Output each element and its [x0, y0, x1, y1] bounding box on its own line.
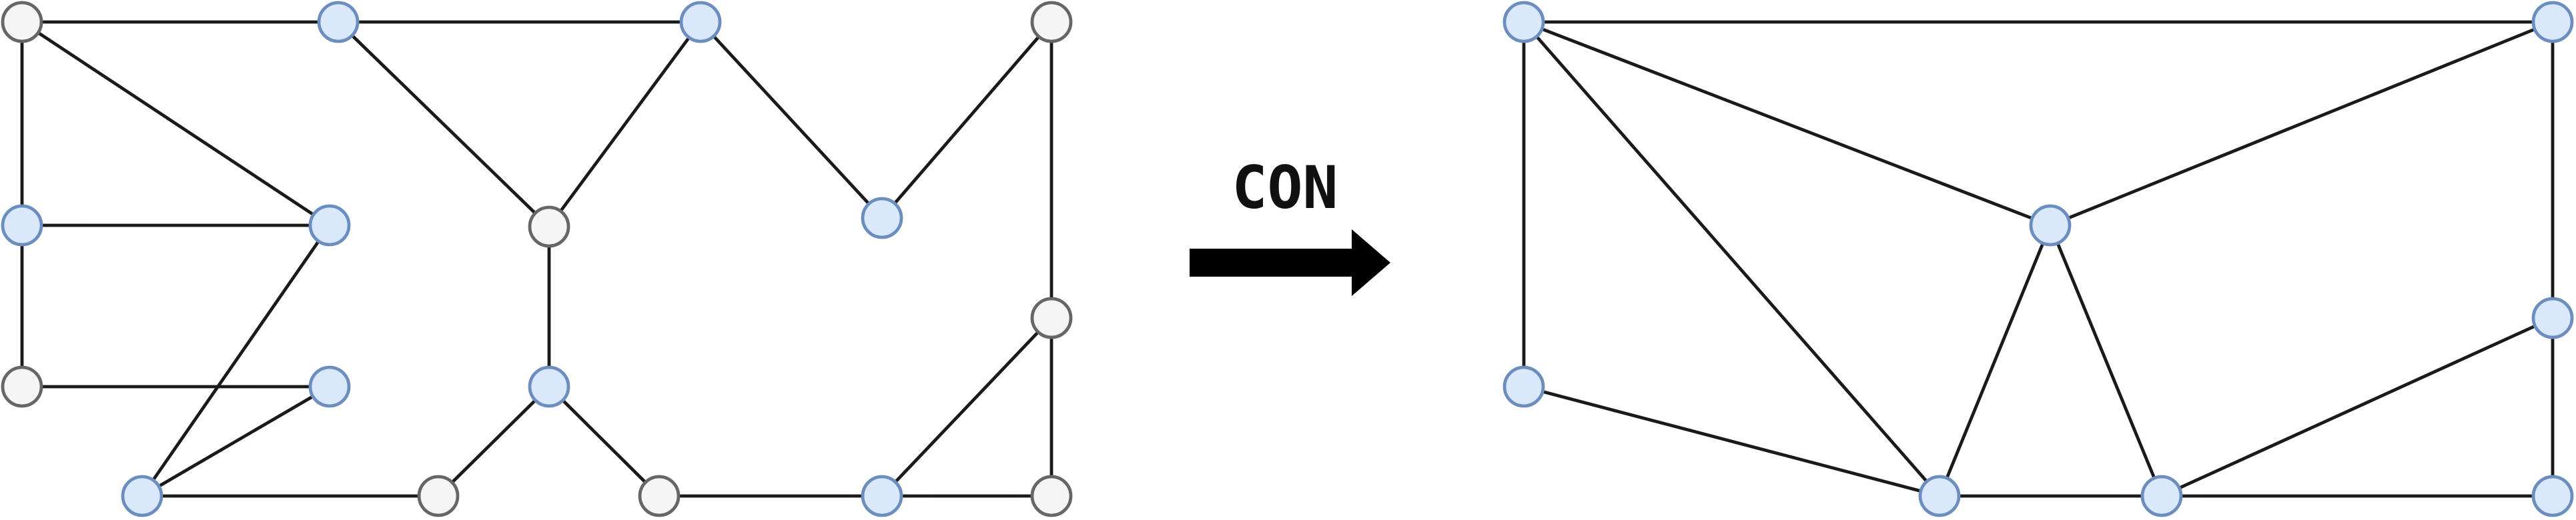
graph-node-gray [1, 365, 43, 408]
graph-node-gray [1030, 1, 1073, 43]
transform-label: CON [1232, 153, 1338, 222]
graph-edge [547, 20, 703, 229]
graph-node-blue [2531, 297, 2574, 339]
graph-node-blue [679, 1, 722, 43]
graph-edge [1522, 20, 1942, 498]
input-graph-nodes [1, 1, 1073, 517]
graph-edge [336, 20, 551, 229]
graph-node-gray [1, 1, 43, 43]
input-graph-edges [20, 20, 1053, 498]
graph-node-blue [861, 197, 903, 239]
graph-node-blue [1502, 1, 1545, 43]
graph-edge [2048, 20, 2555, 227]
graph-node-blue [2140, 475, 2183, 517]
output-graph-edges [1522, 20, 2555, 498]
graph-node-blue [2029, 204, 2072, 247]
graph-edge [1522, 20, 2052, 227]
graph-edge [1938, 223, 2052, 498]
graph-node-blue [861, 475, 903, 517]
graph-node-blue [2531, 1, 2574, 43]
graph-node-blue [121, 475, 163, 517]
graph-node-gray [1030, 475, 1073, 517]
graph-node-blue [1, 204, 43, 247]
graph-edge [547, 385, 661, 498]
graph-edge [880, 316, 1053, 498]
transform-arrow: CON [1190, 153, 1390, 296]
graph-node-gray [528, 205, 570, 248]
graph-node-blue [1918, 475, 1961, 517]
graph-node-gray [638, 475, 681, 517]
output-graph [1502, 1, 2574, 517]
graph-edge [1522, 385, 1942, 498]
input-graph [1, 1, 1073, 517]
graph-node-blue [1502, 365, 1545, 408]
graph-node-gray [1030, 297, 1073, 339]
graph-node-blue [317, 1, 360, 43]
graph-node-blue [308, 365, 351, 408]
right-arrow-icon [1190, 229, 1390, 296]
graph-node-blue [308, 204, 351, 247]
graph-edge [436, 385, 551, 498]
graph-edge [2160, 316, 2555, 498]
graph-edge [140, 385, 332, 498]
graph-edge [699, 20, 884, 220]
graph-node-gray [417, 475, 460, 517]
output-graph-nodes [1502, 1, 2574, 517]
graph-edge [20, 20, 332, 227]
graph-node-blue [2531, 475, 2574, 517]
graph-edge [880, 20, 1053, 220]
graph-edge [140, 223, 332, 498]
graph-node-blue [528, 365, 570, 408]
graph-edge [2048, 223, 2164, 498]
